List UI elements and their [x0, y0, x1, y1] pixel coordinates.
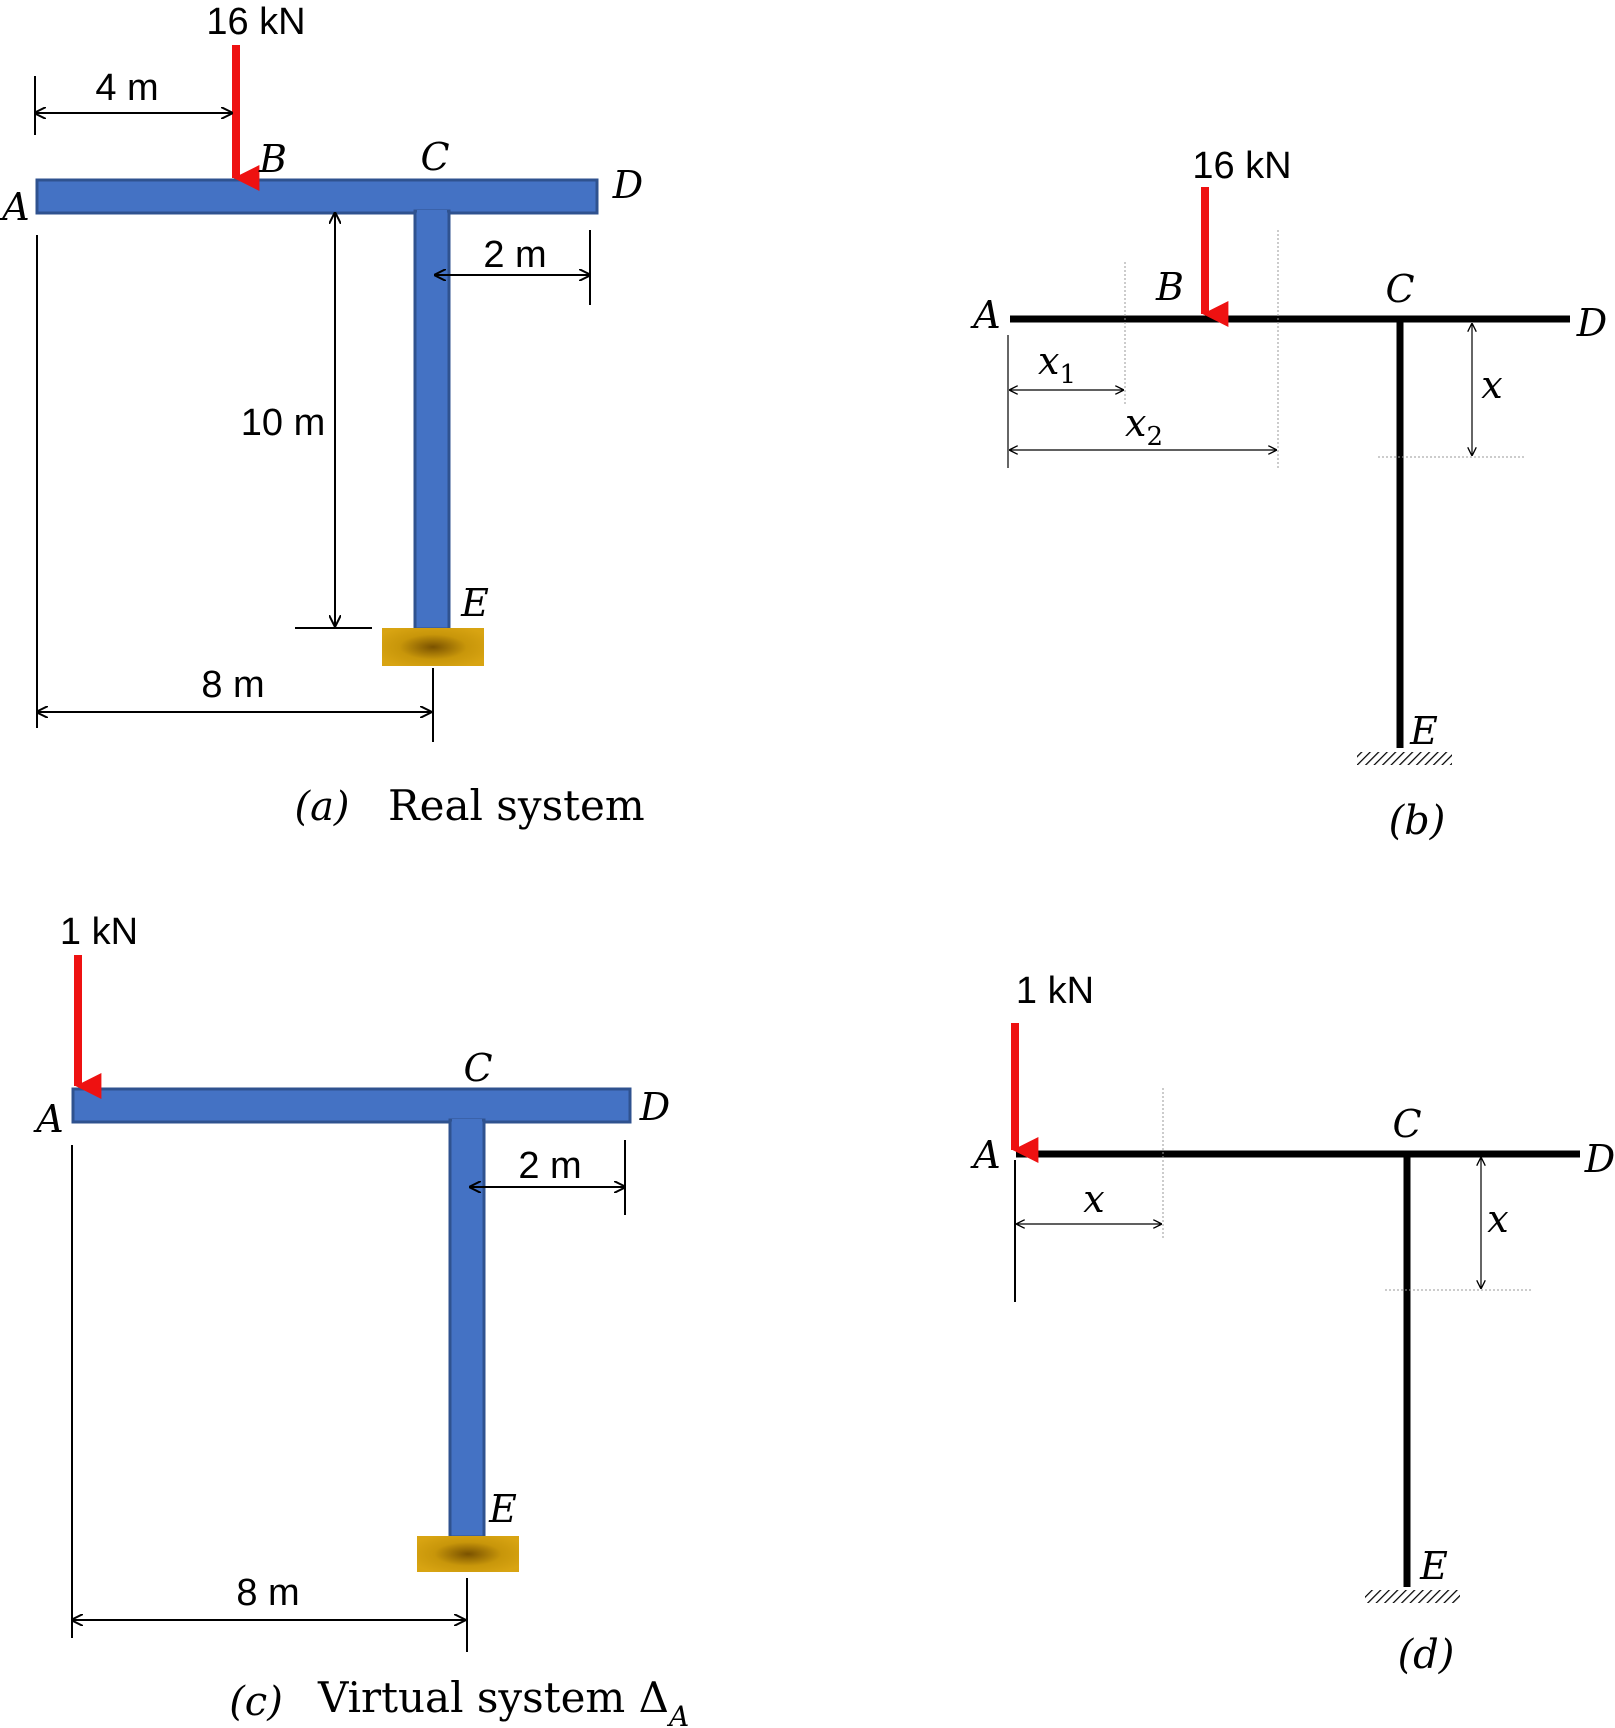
load-label-c: 1 kN	[60, 911, 138, 953]
node-a-label-b: A	[970, 293, 1000, 337]
caption-c-text: Virtual system ΔA	[317, 1673, 689, 1728]
dimension-10m	[295, 213, 372, 629]
member-ad-c	[71, 1087, 632, 1124]
dim-8m-label: 8 m	[201, 664, 264, 706]
caption-d-tag: (d)	[1398, 1632, 1455, 1678]
load-label: 16 kN	[206, 1, 305, 43]
panel-b-real-diagram: 16 kN x1 x2 x A B C D E (b)	[970, 145, 1607, 844]
dimension-x-horizontal-d	[1014, 1160, 1161, 1302]
panel-d-virtual-diagram: 1 kN x x A C D E (d)	[970, 970, 1615, 1678]
caption-a-tag: (a)	[294, 784, 349, 830]
dimension-4m	[34, 76, 232, 135]
caption-c-tag: (c)	[229, 1679, 283, 1725]
frame-b	[1010, 315, 1570, 748]
node-a-label-d: A	[970, 1133, 1000, 1177]
load-label-d: 1 kN	[1016, 970, 1094, 1012]
dim-4m-label: 4 m	[95, 67, 158, 109]
node-c-label-c: C	[463, 1046, 492, 1090]
node-d-label: D	[612, 163, 643, 207]
x-horizontal-label-d: x	[1083, 1177, 1104, 1221]
fixed-support-b	[1357, 752, 1452, 765]
fixed-support-e	[382, 628, 484, 666]
node-e-label-d: E	[1419, 1544, 1448, 1588]
guides-d	[1162, 1088, 1532, 1291]
node-b-label: B	[258, 137, 287, 181]
load-label-b: 16 kN	[1192, 145, 1291, 187]
node-e-label: E	[460, 581, 489, 625]
caption-a-text: Real system	[388, 781, 645, 830]
member-ad	[35, 178, 599, 215]
node-e-label-c: E	[488, 1487, 517, 1531]
node-d-label-d: D	[1584, 1137, 1615, 1181]
x2-label: x2	[1125, 401, 1163, 452]
dimension-x1	[1007, 335, 1123, 468]
node-e-label-b: E	[1409, 709, 1438, 753]
node-b-label-b: B	[1155, 265, 1184, 309]
node-d-label-b: D	[1576, 301, 1607, 345]
caption-b-tag: (b)	[1389, 798, 1446, 844]
member-ce	[413, 209, 451, 631]
dimension-2m-c	[470, 1140, 626, 1215]
x-label-b: x	[1481, 363, 1502, 407]
panel-c-virtual-system: 1 kN 2 m 8 m A C D E (c) Virtual system …	[33, 911, 689, 1728]
panel-a-real-system: 16 kN 4 m 2 m 10 m 8 m A B C D E (a) Rea…	[0, 1, 645, 830]
fixed-support-d	[1365, 1590, 1460, 1603]
node-c-label-b: C	[1385, 267, 1414, 311]
dimension-8m	[36, 235, 434, 742]
dimension-8m-c	[71, 1145, 468, 1652]
node-c-label: C	[420, 135, 449, 179]
node-c-label-d: C	[1392, 1102, 1421, 1146]
dim-8m-label-c: 8 m	[236, 1572, 299, 1614]
x1-label: x1	[1038, 339, 1076, 390]
node-a-label-c: A	[33, 1097, 63, 1141]
guides-b	[1124, 230, 1525, 470]
node-d-label-c: D	[639, 1085, 670, 1129]
member-ce-c	[448, 1118, 486, 1539]
fixed-support-c	[417, 1536, 519, 1572]
dim-10m-label: 10 m	[241, 402, 325, 444]
x-vertical-label-d: x	[1487, 1197, 1508, 1241]
frame-d	[1016, 1150, 1580, 1587]
node-a-label: A	[0, 185, 30, 229]
dim-2m-label-c: 2 m	[518, 1145, 581, 1187]
dim-2m-label: 2 m	[483, 234, 546, 276]
dimension-2m	[435, 230, 591, 305]
